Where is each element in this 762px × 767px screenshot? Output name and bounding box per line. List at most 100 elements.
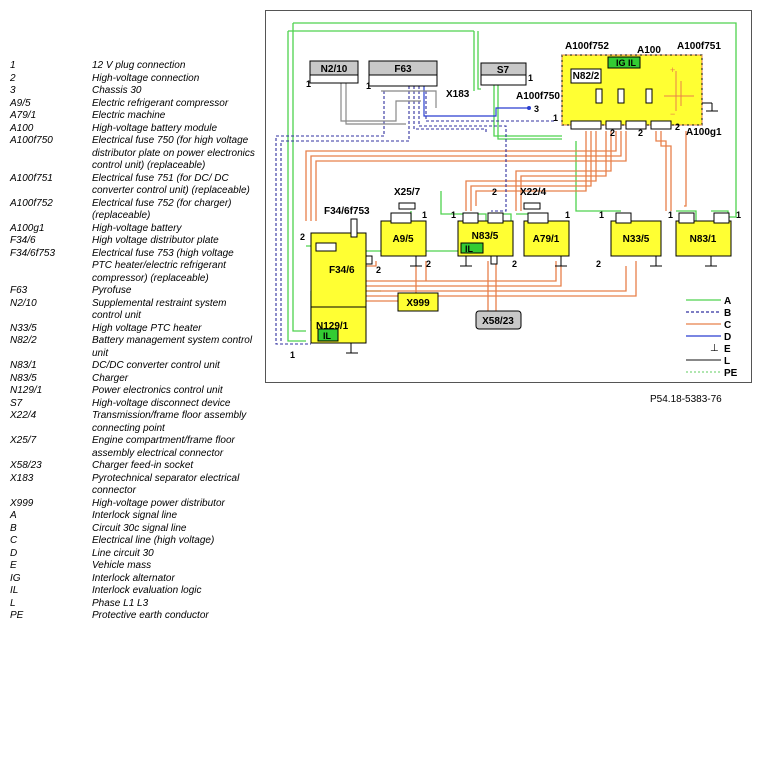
a100f751-label: A100f751 [677, 41, 721, 52]
legend-key: N83/5 [10, 372, 37, 384]
n83-1-pin-1b: 1 [736, 210, 741, 220]
legend-value: Pyrotechnical separator electrical conne… [92, 472, 240, 497]
a100-pin-2c: 2 [675, 122, 680, 132]
f34-6f753-label: F34/6f753 [324, 206, 370, 217]
legend-key: N2/10 [10, 297, 37, 309]
legend-value: Interlock signal line [92, 510, 178, 521]
n33-5-pin-1: 1 [599, 210, 604, 220]
legend-key: X999 [10, 497, 34, 509]
legend-value: Interlock alternator [92, 572, 175, 584]
legend-row: S7 High-voltage disconnect device [10, 398, 255, 411]
a79-1-label: A79/1 [533, 234, 560, 245]
n83-1-unit: N83/1 [675, 212, 732, 267]
legend-key: F34/6f753 [10, 247, 56, 259]
legend-value: Electrical fuse 750 (for high voltage di… [92, 135, 255, 171]
legend-key: X25/7 [10, 435, 37, 446]
x22-4-label: X22/4 [520, 187, 547, 198]
n33-5-pin-2: 2 [596, 259, 601, 269]
x58-23-unit: X58/23 [475, 310, 522, 330]
legend-row: A100g1 High-voltage battery [10, 223, 255, 236]
legend-key: A100g1 [10, 222, 45, 234]
legend-value: Electrical fuse 753 (high voltage PTC he… [92, 247, 234, 284]
svg-text:+: + [670, 65, 675, 75]
a79-1-pin-1: 1 [565, 210, 570, 220]
legend-key: A100 [10, 122, 34, 134]
legend-row: F34/6f753 Electrical fuse 753 (high volta… [10, 248, 255, 286]
legend-value: Power electronics control unit [92, 385, 223, 396]
legend-key: X22/4 [10, 410, 37, 421]
il-label-a100: IL [628, 58, 637, 68]
legend-key: F63 [10, 285, 28, 296]
legend-value: High-voltage battery [92, 222, 182, 234]
legend-key: N129/1 [10, 385, 43, 396]
legend-value: Protective earth conductor [92, 610, 209, 621]
a100-pin-2b: 2 [638, 128, 643, 138]
legend-key: S7 [10, 397, 23, 409]
line-legend-a: A [724, 296, 731, 307]
n33-5-unit: N33/5 [610, 212, 662, 267]
s7-pin-3: 3 [534, 104, 539, 114]
legend-value: High-voltage disconnect device [92, 397, 231, 409]
f34-6-label: F34/6 [329, 265, 355, 276]
legend-value: Pyrofuse [92, 285, 132, 296]
legend-key: A79/1 [10, 110, 37, 121]
x58-23-label: X58/23 [482, 316, 514, 327]
legend-row: A79/1 Electric machine [10, 110, 255, 123]
legend-key: X183 [10, 472, 34, 484]
legend-value: Battery management system control unit [92, 335, 253, 359]
n83-5-pin-1: 1 [451, 210, 456, 220]
s7-label: S7 [497, 65, 510, 76]
a79-1-pin-2: 2 [512, 259, 517, 269]
f34-pin-2b: 2 [376, 265, 381, 275]
legend-value: Engine compartment/frame floor assembly … [92, 435, 235, 459]
a100-label: A100 [637, 45, 661, 56]
legend-row: N2/10 Supplemental restraint system contr… [10, 298, 255, 323]
legend-key: PE [10, 610, 24, 621]
s7-unit: S7 1 3 [480, 62, 539, 114]
legend-key: 1 [10, 60, 16, 71]
a79-1-unit: A79/1 [523, 212, 570, 267]
a100f752-label: A100f752 [565, 41, 609, 52]
line-legend-e: E [724, 344, 731, 355]
n2-10-pin: 1 [306, 79, 311, 89]
legend-value: High-voltage power distributor [92, 497, 225, 509]
legend-key: A9/5 [10, 97, 31, 109]
legend-value: Supplemental restraint system control un… [92, 297, 227, 322]
a100-pin-2a: 2 [610, 128, 615, 138]
legend-key: X58/23 [10, 460, 42, 471]
a100-pin-1: 1 [553, 113, 558, 123]
a9-5-pin-2: 2 [426, 259, 431, 269]
legend-key: A100f751 [10, 172, 53, 184]
legend-value: Circuit 30c signal line [92, 522, 187, 534]
legend-value: Electric machine [92, 110, 166, 121]
n2-10-unit: N2/10 1 [306, 60, 359, 89]
n129-1-label: N129/1 [316, 321, 349, 332]
phase-lines [340, 83, 437, 125]
legend-value: Charger [92, 372, 129, 384]
n33-5-label: N33/5 [623, 234, 650, 245]
legend-value: Interlock evaluation logic [92, 585, 202, 596]
il-label-n83-5: IL [465, 244, 474, 254]
line-legend-e-symbol: ⊥ [710, 343, 719, 354]
legend-key: C [10, 535, 18, 546]
legend-key: N82/2 [10, 335, 37, 346]
legend-key: E [10, 560, 17, 571]
legend-row: N129/1 Power electronics control unit [10, 385, 255, 398]
f63-pin: 1 [366, 81, 371, 91]
